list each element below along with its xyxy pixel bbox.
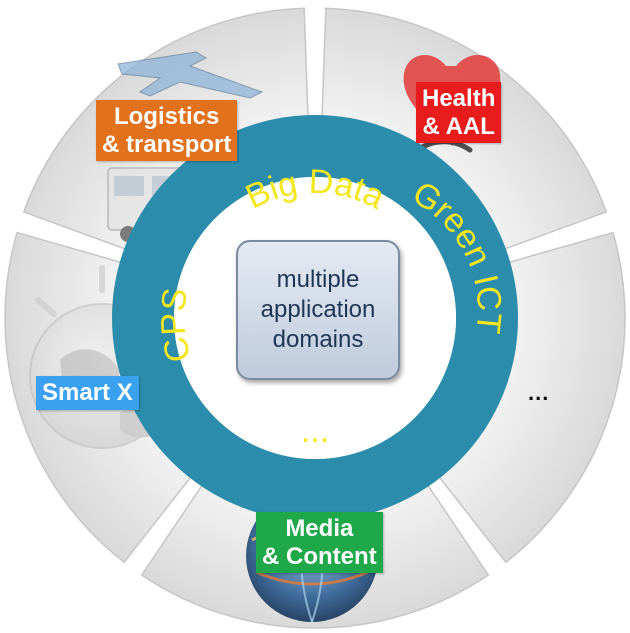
media-content-label: Media & Content (256, 512, 383, 574)
media-line-2: & Content (262, 542, 377, 570)
center-line-2: application (260, 296, 376, 323)
smart-x-line-1: Smart X (42, 379, 133, 406)
central-ring (112, 115, 518, 521)
center-line-1: multiple (276, 266, 360, 293)
smart-x-label: Smart X (36, 376, 139, 410)
health-line-1: Health (422, 85, 496, 112)
health-label: Health & AAL (416, 82, 502, 144)
center-line-3: domains (272, 326, 364, 353)
logistics-line-1: Logistics (113, 103, 220, 130)
logistics-label: Logistics & transport (96, 100, 238, 162)
more-domains-label: ... (528, 380, 550, 405)
ring-label-more: ... (301, 412, 329, 450)
logistics-line-2: & transport (102, 130, 232, 158)
ring-label-cps: CPS (154, 286, 199, 366)
media-line-1: Media (285, 515, 354, 542)
center-box: multiple application domains (236, 240, 400, 380)
health-line-2: & AAL (422, 112, 495, 140)
